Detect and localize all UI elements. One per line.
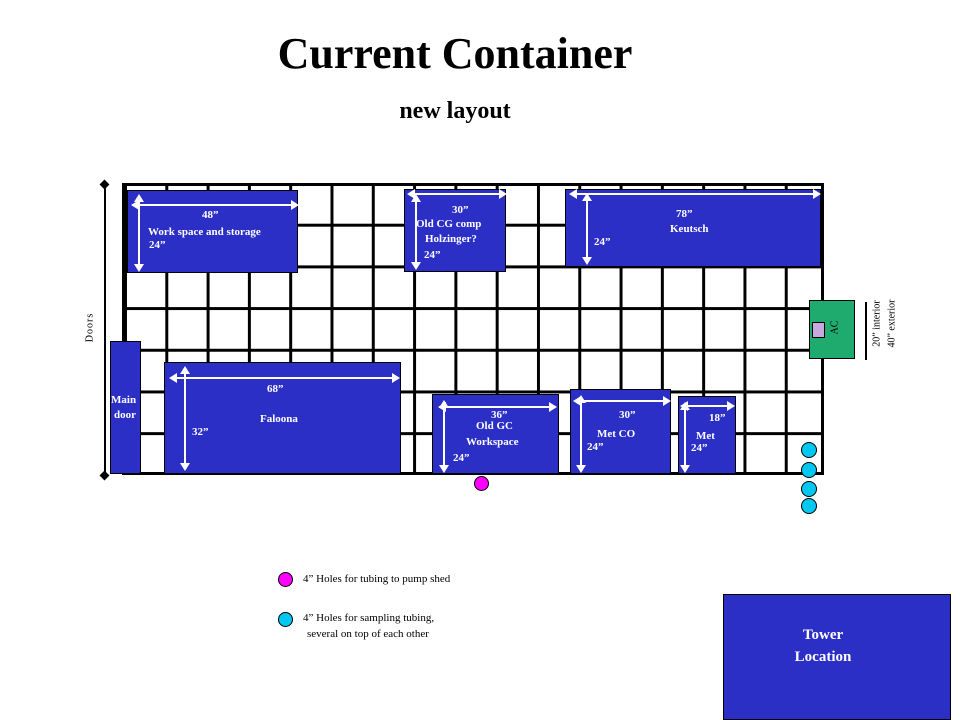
faloona-name-label: Faloona	[260, 413, 298, 425]
legend-sampling-hole-icon	[278, 612, 293, 627]
oldgc-depth-label: 24”	[453, 452, 470, 464]
met-width-line	[683, 405, 731, 407]
arrow-up-icon	[411, 194, 421, 202]
oldgc-width-line	[441, 406, 553, 408]
doors-top-marker	[99, 179, 110, 190]
oldgc-depth-line	[443, 402, 445, 470]
workspace-storage-block[interactable]	[127, 190, 298, 273]
oldgc-name-label-2: Workspace	[466, 436, 519, 448]
ac-interior-label: 20” interior	[871, 300, 883, 347]
faloona-depth-line	[184, 369, 186, 469]
keutsch-depth-label: 24”	[594, 236, 611, 248]
pump-tubing-hole[interactable]	[474, 476, 489, 491]
main-door-block[interactable]	[110, 341, 141, 474]
keutsch-width-label: 78”	[676, 208, 693, 220]
arrow-left-icon	[169, 373, 177, 383]
ac-exterior-label: 40” exterior	[886, 299, 898, 348]
arrow-right-icon	[499, 189, 507, 199]
arrow-left-icon	[680, 401, 688, 411]
keutsch-block[interactable]	[565, 189, 821, 267]
page-title: Current Container	[277, 29, 633, 78]
old-cg-comp-block[interactable]	[404, 189, 506, 272]
arrow-up-icon	[134, 194, 144, 202]
faloona-width-line	[172, 377, 396, 379]
workspace-name-label: Work space and storage	[148, 226, 261, 238]
keutsch-width-line	[572, 193, 816, 195]
doors-bottom-marker	[99, 470, 110, 481]
arrow-left-icon	[569, 189, 577, 199]
faloona-block[interactable]	[164, 362, 401, 474]
legend-sampling-text-1: 4” Holes for sampling tubing,	[303, 612, 435, 624]
met-block[interactable]	[678, 396, 736, 474]
sampling-tubing-hole[interactable]	[801, 498, 817, 514]
legend-pump-text: 4” Holes for tubing to pump shed	[303, 573, 451, 585]
arrow-left-icon	[438, 402, 446, 412]
page-subtitle: new layout	[399, 98, 511, 124]
oldcg-depth-line	[415, 196, 417, 266]
workspace-width-line	[134, 204, 294, 206]
tower-label-line1: Tower	[802, 627, 844, 643]
legend-pump-hole-icon	[278, 572, 293, 587]
oldgc-width-label: 36”	[491, 409, 508, 421]
legend-sampling-text-2: several on top of each other	[307, 628, 429, 640]
ac-vent-icon	[812, 322, 825, 338]
metco-depth-label: 24”	[587, 441, 604, 453]
oldgc-name-label: Old GC	[476, 420, 513, 432]
oldcg-width-line	[410, 193, 502, 195]
arrow-up-icon	[180, 366, 190, 374]
workspace-width-label: 48”	[202, 209, 219, 221]
faloona-width-label: 68”	[267, 383, 284, 395]
metco-depth-line	[580, 397, 582, 469]
tower-label-line2: Location	[794, 649, 852, 665]
arrow-down-icon	[576, 465, 586, 473]
arrow-down-icon	[180, 463, 190, 471]
arrow-right-icon	[813, 189, 821, 199]
sampling-tubing-hole[interactable]	[801, 481, 817, 497]
met-width-label: 18”	[709, 412, 726, 424]
sampling-tubing-hole[interactable]	[801, 462, 817, 478]
ac-label: AC	[829, 320, 841, 335]
arrow-right-icon	[727, 401, 735, 411]
metco-width-line	[576, 400, 666, 402]
ac-dimension-line	[865, 302, 867, 360]
met-depth-label: 24”	[691, 442, 708, 454]
arrow-left-icon	[131, 200, 139, 210]
sampling-tubing-hole[interactable]	[801, 442, 817, 458]
oldcg-owner-label: Holzinger?	[425, 233, 477, 245]
faloona-depth-label: 32”	[192, 426, 209, 438]
doors-label: Doors	[84, 312, 96, 343]
ac-unit[interactable]	[809, 300, 855, 359]
arrow-down-icon	[134, 264, 144, 272]
met-co-block[interactable]	[570, 389, 671, 474]
arrow-right-icon	[549, 402, 557, 412]
arrow-right-icon	[663, 396, 671, 406]
arrow-down-icon	[680, 465, 690, 473]
main-door-label-line2: door	[114, 409, 136, 421]
workspace-depth-line	[138, 196, 140, 268]
arrow-right-icon	[291, 200, 299, 210]
workspace-depth-label: 24”	[149, 239, 166, 251]
arrow-down-icon	[582, 257, 592, 265]
doors-dimension-line	[104, 186, 106, 476]
oldcg-width-label: 30”	[452, 204, 469, 216]
met-name-label: Met	[696, 430, 715, 442]
oldcg-name-label: Old CG comp	[416, 218, 482, 230]
arrow-right-icon	[392, 373, 400, 383]
arrow-down-icon	[439, 465, 449, 473]
oldcg-depth-label: 24”	[424, 249, 441, 261]
arrow-left-icon	[573, 396, 581, 406]
arrow-left-icon	[407, 189, 415, 199]
arrow-up-icon	[576, 395, 586, 403]
arrow-up-icon	[582, 193, 592, 201]
arrow-down-icon	[411, 262, 421, 270]
met-depth-line	[684, 404, 686, 469]
main-door-label-line1: Main	[111, 394, 137, 406]
keutsch-depth-line	[586, 195, 588, 261]
metco-width-label: 30”	[619, 409, 636, 421]
tower-location-block[interactable]	[723, 594, 951, 720]
metco-name-label: Met CO	[597, 428, 636, 440]
keutsch-name-label: Keutsch	[670, 223, 709, 235]
